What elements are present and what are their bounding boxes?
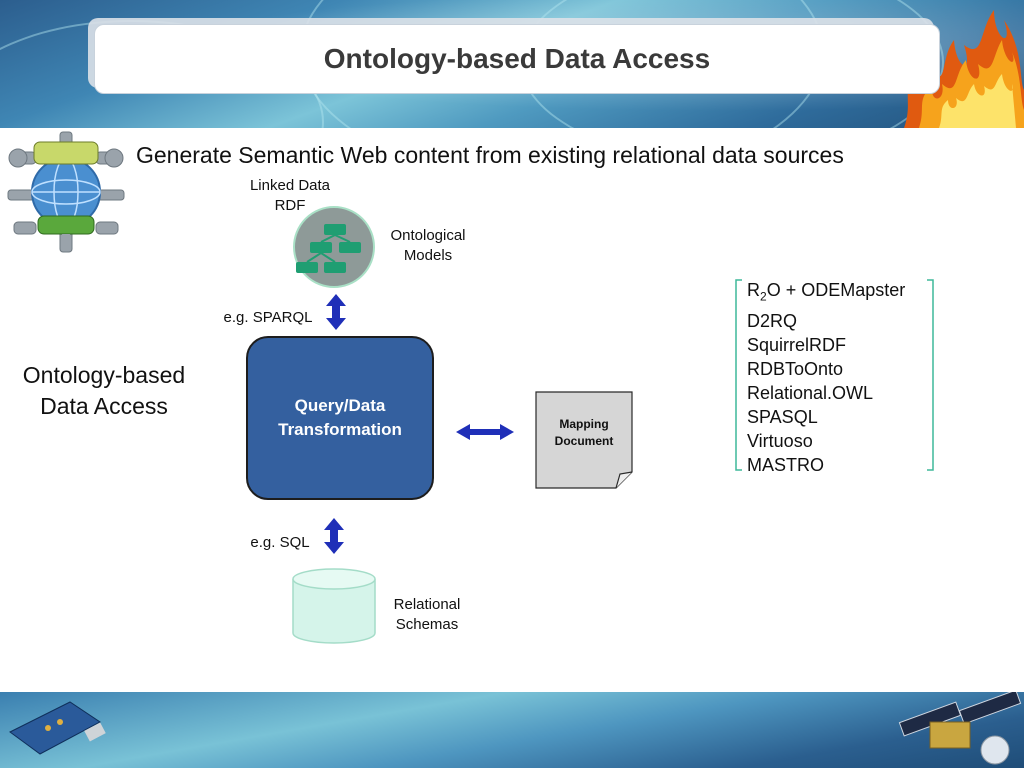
mapping-line2: Document — [554, 434, 614, 448]
sparql-vertical-arrow — [326, 294, 346, 330]
side-title-line1: Ontology-based — [22, 362, 186, 388]
relational-schemas-label: Relational Schemas — [380, 595, 474, 635]
tool-item: D2RQ — [747, 310, 798, 331]
tools-bracket — [735, 279, 934, 471]
title-box: Ontology-based Data Access — [94, 24, 940, 94]
mapping-line1: Mapping — [559, 417, 609, 431]
ontological-models-line1: Ontological — [390, 227, 466, 244]
side-title-line2: Data Access — [40, 393, 168, 419]
footer-decoration — [9, 692, 1022, 765]
tool-r2o-r: R — [747, 280, 760, 300]
sql-vertical-arrow — [324, 518, 344, 554]
flames-decoration — [904, 10, 1024, 128]
relational-schemas-line1: Relational — [393, 596, 461, 613]
linked-data-label-line1: Linked Data — [249, 177, 331, 194]
slide-title: Ontology-based Data Access — [323, 43, 711, 74]
tool-r2o-sub: 2 — [760, 289, 767, 304]
usb-device-icon — [9, 701, 106, 755]
tool-item-r2o: R2O + ODEMapster — [747, 278, 905, 309]
tool-item: Relational.OWL — [747, 382, 874, 403]
tool-r2o-rest: O + ODEMapster — [766, 280, 906, 300]
mapping-horizontal-arrow — [456, 424, 514, 440]
linked-data-label: Linked Data RDF — [232, 176, 348, 216]
satellite-icon — [898, 692, 1022, 765]
slide-subtitle: Generate Semantic Web content from exist… — [136, 142, 844, 168]
query-transformation-box: Query/Data Transformation — [246, 336, 434, 500]
ontological-models-label: Ontological Models — [376, 226, 480, 266]
sql-label: e.g. SQL — [250, 534, 310, 551]
linked-data-label-line2: RDF — [274, 197, 306, 214]
query-box-line1: Query/Data — [294, 396, 386, 415]
side-title: Ontology-based Data Access — [6, 360, 202, 422]
relational-schemas-line2: Schemas — [395, 616, 459, 633]
globe-gear-logo-icon — [7, 131, 125, 253]
sparql-label: e.g. SPARQL — [223, 309, 313, 326]
query-box-line2: Transformation — [278, 420, 402, 439]
mapping-document-label: Mapping Document — [536, 416, 632, 450]
tool-item: SPASQL — [747, 406, 818, 427]
footer-band — [0, 692, 1024, 768]
mapping-document-icon — [535, 391, 633, 489]
tool-item: RDBToOnto — [747, 358, 844, 379]
ontological-models-line2: Models — [403, 247, 453, 264]
database-cylinder-icon — [292, 568, 376, 644]
header-band: Ontology-based Data Access — [0, 0, 1024, 128]
tool-item: SquirrelRDF — [747, 334, 847, 355]
tools-list: R2O + ODEMapster D2RQ SquirrelRDF RDBToO… — [747, 278, 905, 477]
tool-item: MASTRO — [747, 454, 825, 475]
ontology-graph-icon — [293, 206, 375, 288]
tool-item: Virtuoso — [747, 430, 813, 451]
